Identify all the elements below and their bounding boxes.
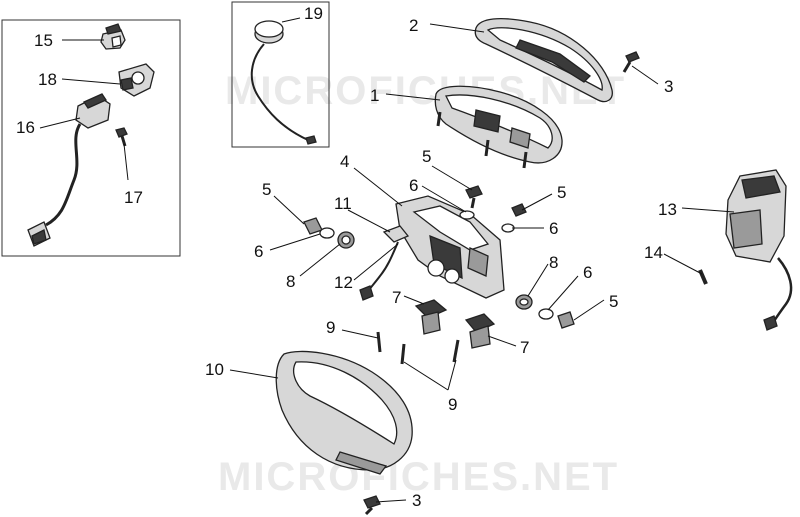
part-6-washer-left (319, 227, 335, 239)
callout-3-top: 3 (664, 77, 673, 96)
part-3-screw-top (622, 51, 640, 73)
part-10-lower-cover (275, 350, 413, 475)
callout-7-left: 7 (392, 288, 401, 307)
part-5-screw-left (303, 217, 323, 235)
callout-5-right: 5 (557, 183, 566, 202)
callout-7-right: 7 (520, 338, 529, 357)
part-7-damper-left (414, 299, 448, 335)
callout-labels: 15 18 16 17 19 2 3 1 4 5 6 5 6 5 6 8 11 … (16, 4, 677, 510)
part-2-instrument-cover (474, 17, 613, 103)
part-5-screw-right (511, 203, 527, 217)
callout-6-left: 6 (254, 242, 263, 261)
callout-15: 15 (34, 31, 53, 50)
callout-16: 16 (16, 118, 35, 137)
part-14-screw (698, 269, 708, 285)
part-3-screw-bottom (363, 495, 381, 516)
callout-5-lower-right: 5 (609, 292, 618, 311)
watermark-bottom: MICROFICHES.NET (218, 455, 619, 499)
callout-2: 2 (409, 16, 418, 35)
part-15-clip (100, 23, 126, 50)
callout-18: 18 (38, 70, 57, 89)
callout-13: 13 (658, 200, 677, 219)
inset-box-left (1, 19, 181, 257)
callout-12: 12 (334, 273, 353, 292)
part-5-screw-upper (465, 185, 483, 209)
part-11-harness-bracket (382, 225, 410, 243)
callout-3-bottom: 3 (412, 491, 421, 510)
callout-9-left: 9 (326, 318, 335, 337)
part-7-damper-right (464, 313, 496, 349)
callout-10: 10 (205, 360, 224, 379)
callout-6-upper: 6 (409, 176, 418, 195)
part-16-sensor-harness (27, 93, 111, 247)
part-6-washer-upper (459, 210, 475, 220)
part-8-grommet-right (515, 294, 533, 310)
part-6-washer-lower-right (538, 308, 554, 320)
part-5-screw-lower-right (557, 311, 575, 329)
part-19-sensor (250, 20, 317, 145)
part-8-grommet-left (337, 231, 355, 249)
callout-1: 1 (370, 86, 379, 105)
leader-lines (39, 17, 735, 503)
callout-17: 17 (124, 188, 143, 207)
part-17-screw (115, 127, 128, 147)
callout-5-upper: 5 (422, 147, 431, 166)
callout-8-right: 8 (549, 253, 558, 272)
callout-6-lower-right: 6 (583, 263, 592, 282)
part-12-harness (359, 241, 399, 301)
callout-8-left: 8 (286, 272, 295, 291)
callout-14: 14 (644, 243, 663, 262)
part-9-screws (376, 331, 460, 365)
callout-19: 19 (304, 4, 323, 23)
callout-9-lower: 9 (448, 395, 457, 414)
part-4-bracket (395, 195, 505, 299)
callout-11: 11 (334, 194, 352, 213)
callout-5-left: 5 (262, 180, 271, 199)
part-13-switch (725, 169, 793, 331)
part-1-instrument-cluster (434, 85, 563, 169)
inset-box-sensor (231, 1, 330, 148)
callout-6-right: 6 (549, 219, 558, 238)
callout-4: 4 (340, 152, 349, 171)
part-18-bracket (118, 63, 155, 97)
